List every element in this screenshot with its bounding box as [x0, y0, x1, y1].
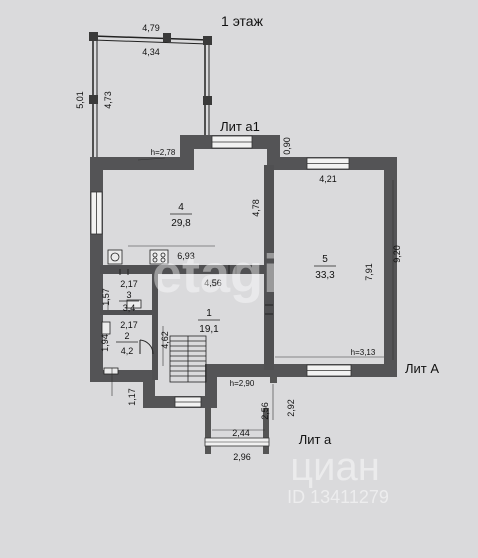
- label-lit-a-small: Лит а: [299, 432, 332, 447]
- interior-walls: [100, 165, 274, 380]
- dim-terrace-outer-height: 5,01: [75, 91, 85, 109]
- dim-296: 2,96: [233, 452, 251, 462]
- dim-693: 6,93: [177, 251, 195, 261]
- dim-117: 1,17: [127, 388, 137, 406]
- room-3-area: 3,4: [123, 303, 136, 313]
- dim-terrace-inner-width: 4,34: [142, 47, 160, 57]
- dim-292: 2,92: [286, 399, 296, 417]
- dim-920: 9,20: [392, 245, 402, 263]
- kitchen-fixtures: [101, 249, 169, 375]
- dim-478: 4,78: [251, 199, 261, 217]
- dim-h-290: h=2,90: [230, 379, 255, 388]
- dim-217-bottom: 2,17: [120, 320, 138, 330]
- dim-194: 1,94: [100, 334, 110, 352]
- room-2-number: 2: [124, 331, 129, 341]
- doors: [119, 265, 273, 355]
- room-3-number: 3: [126, 290, 131, 300]
- dim-421: 4,21: [319, 174, 337, 184]
- dim-217-top: 2,17: [120, 279, 138, 289]
- watermark-etagi: etagi: [152, 244, 278, 304]
- terrace-posts: [89, 32, 212, 105]
- room-4-number: 4: [178, 202, 184, 213]
- room-1-number: 1: [206, 308, 212, 319]
- label-lit-a-main: Лит А: [405, 361, 439, 376]
- watermark-listing-id: ID 13411279: [287, 487, 389, 507]
- dim-157: 1,57: [101, 288, 111, 306]
- room-2-area: 4,2: [121, 346, 134, 356]
- dim-h-278: h=2,78: [151, 148, 176, 157]
- dimension-lines: [107, 157, 394, 431]
- room-1-area: 19,1: [199, 324, 219, 335]
- dim-462: 4,62: [160, 331, 170, 349]
- dim-456: 4,56: [204, 278, 222, 288]
- dim-090: 0,90: [282, 137, 292, 155]
- label-lit-a1: Лит а1: [220, 119, 260, 134]
- room-4-area: 29,8: [171, 218, 191, 229]
- dim-244: 2,44: [232, 428, 250, 438]
- dim-terrace-inner-height: 4,73: [103, 91, 113, 109]
- room-5-number: 5: [322, 254, 328, 265]
- room-5-area: 33,3: [315, 270, 335, 281]
- porch-lit-a: [204, 377, 277, 454]
- watermark-cian: циан: [290, 445, 380, 489]
- dim-terrace-outer-width: 4,79: [142, 23, 160, 33]
- floor-title: 1 этаж: [221, 13, 264, 29]
- dim-256: 2,56: [260, 402, 270, 420]
- dim-h-313: h=3,13: [351, 348, 376, 357]
- windows: [90, 135, 352, 408]
- staircase: [169, 335, 207, 383]
- dim-791: 7,91: [364, 263, 374, 281]
